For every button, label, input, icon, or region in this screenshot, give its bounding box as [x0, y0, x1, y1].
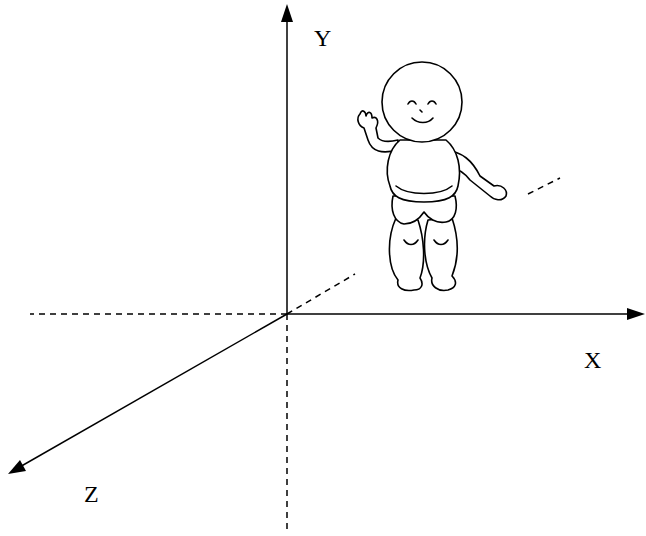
x-axis-negative: [30, 313, 287, 315]
arrowhead: [281, 4, 293, 22]
arrowhead: [8, 460, 26, 474]
axis-label: Z: [84, 482, 99, 506]
arrowhead: [627, 308, 645, 320]
axis-label: X: [584, 348, 601, 372]
baby-figure: [358, 62, 506, 291]
z-axis: [18, 314, 287, 468]
y-axis: [286, 18, 288, 314]
y-axis-negative: [286, 314, 288, 532]
x-axis: [287, 313, 632, 315]
axis-label: Y: [314, 26, 331, 50]
z-axis-negative: [528, 178, 560, 194]
z-axis-negative: [287, 274, 355, 314]
